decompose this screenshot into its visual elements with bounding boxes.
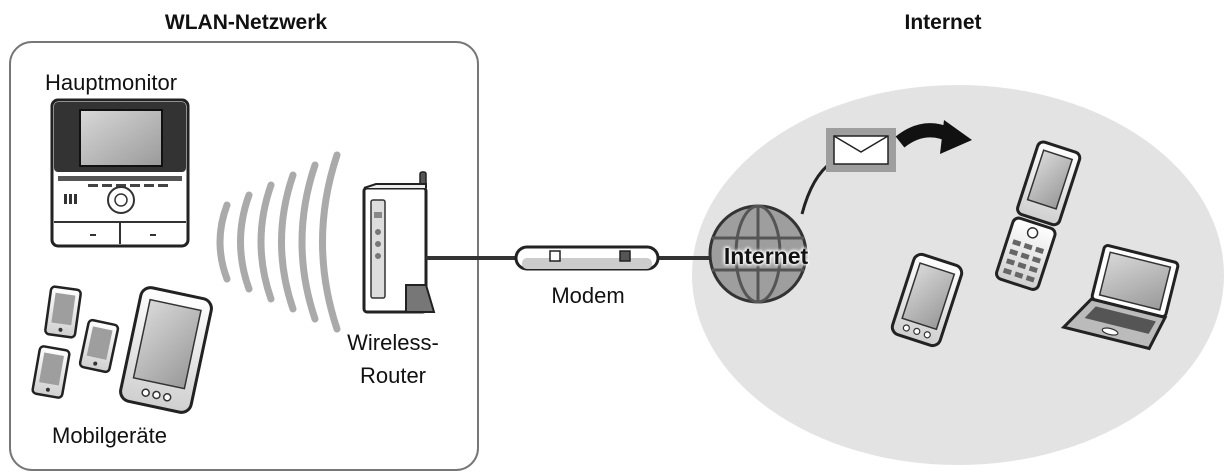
mobile-devices [31, 285, 213, 414]
modem-device [514, 245, 660, 271]
send-arrow-icon [895, 120, 972, 154]
globe-internet-label: Internet [723, 243, 809, 269]
mobile-devices-label: Mobilgeräte [52, 423, 167, 448]
wireless-router-device [362, 171, 436, 314]
envelope-icon [826, 128, 896, 172]
smartphone-icon [890, 252, 964, 348]
laptop-icon [1060, 244, 1180, 351]
wireless-router-label: Wireless- Router [323, 326, 463, 392]
wifi-waves-icon [216, 151, 341, 333]
wlan-network-title: WLAN-Netzwerk [164, 11, 328, 34]
main-monitor-device [50, 98, 190, 248]
modem-label: Modem [551, 283, 625, 308]
main-monitor-label: Hauptmonitor [45, 70, 178, 95]
router-label-line2: Router [359, 363, 427, 388]
flip-phone-icon [995, 140, 1082, 291]
internet-globe-icon [708, 204, 808, 304]
router-label-line1: Wireless- [347, 330, 439, 355]
internet-title: Internet [904, 11, 982, 34]
